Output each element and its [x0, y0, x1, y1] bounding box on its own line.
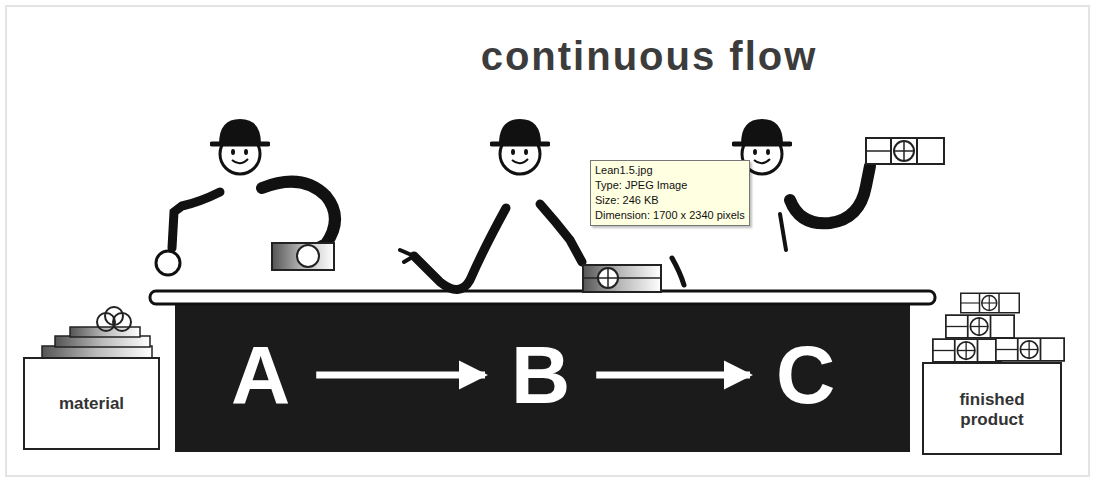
- worker-figure: [734, 119, 944, 250]
- diagram-title: continuous flow: [449, 34, 849, 79]
- product-bin: finished product: [922, 362, 1062, 455]
- bin-label: material: [42, 394, 142, 414]
- station-letter: B: [485, 334, 596, 416]
- tooltip-line: Dimension: 1700 x 2340 pixels: [595, 208, 745, 223]
- tooltip-box: Lean1.5.jpgType: JPEG ImageSize: 246 KBD…: [590, 160, 750, 226]
- tooltip-line: Type: JPEG Image: [595, 178, 745, 193]
- material-stack: [42, 307, 152, 358]
- tooltip-line: Lean1.5.jpg: [595, 163, 745, 178]
- bin-label: finished product: [942, 390, 1042, 430]
- worker-figure: [156, 119, 335, 275]
- flow-arrow: [596, 372, 750, 379]
- station-name: C: [776, 334, 835, 416]
- table-body: [175, 302, 910, 452]
- tooltip-line: Size: 246 KB: [595, 193, 745, 208]
- table-top: [150, 291, 935, 304]
- flow-arrow: [316, 372, 485, 379]
- station-name: B: [511, 334, 570, 416]
- material-bin: material: [23, 357, 160, 450]
- finished-stack: [933, 293, 1064, 362]
- station-letter: C: [750, 334, 861, 416]
- station-name: A: [231, 334, 290, 416]
- station-letter: A: [205, 334, 316, 416]
